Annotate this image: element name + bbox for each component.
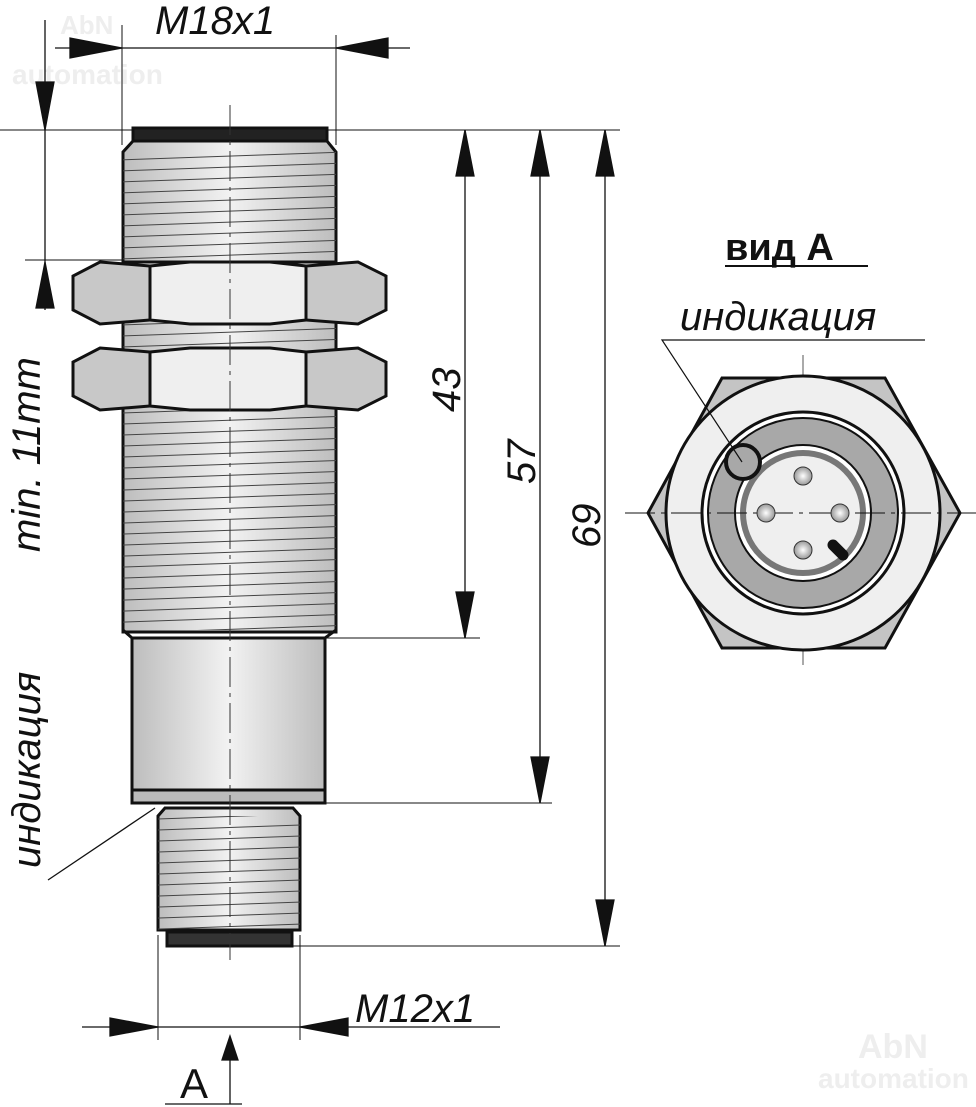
nut-upper: [71, 260, 388, 326]
pin-2: [756, 503, 776, 523]
pin-1: [793, 466, 813, 486]
svg-text:automation: automation: [12, 59, 163, 90]
view-arrow-label: A: [180, 1060, 208, 1107]
dimension-lines: [35, 20, 615, 1105]
dim-69: 69: [565, 504, 609, 549]
dim-43: 43: [425, 368, 469, 413]
indicator-led: [724, 443, 762, 481]
key-mark: [827, 539, 849, 561]
min-engagement-label: min. 11mm: [5, 357, 49, 552]
nut-lower: [71, 346, 388, 412]
pin-3: [830, 503, 850, 523]
svg-text:AbN: AbN: [858, 1028, 928, 1066]
pin-4: [793, 540, 813, 560]
dim-57: 57: [500, 438, 544, 484]
svg-text:automation: automation: [818, 1063, 969, 1094]
watermark-bottom: AbN automation: [818, 1028, 969, 1094]
indication-view-label: индикация: [680, 295, 876, 339]
svg-text:AbN: AbN: [60, 10, 113, 40]
indication-side-label: индикация: [5, 672, 49, 868]
end-view: [625, 339, 976, 665]
indication-leader: [660, 339, 925, 463]
thread-main-label: M18x1: [155, 0, 275, 43]
view-title: вид А: [725, 227, 834, 269]
thread-connector-label: M12x1: [355, 987, 475, 1031]
